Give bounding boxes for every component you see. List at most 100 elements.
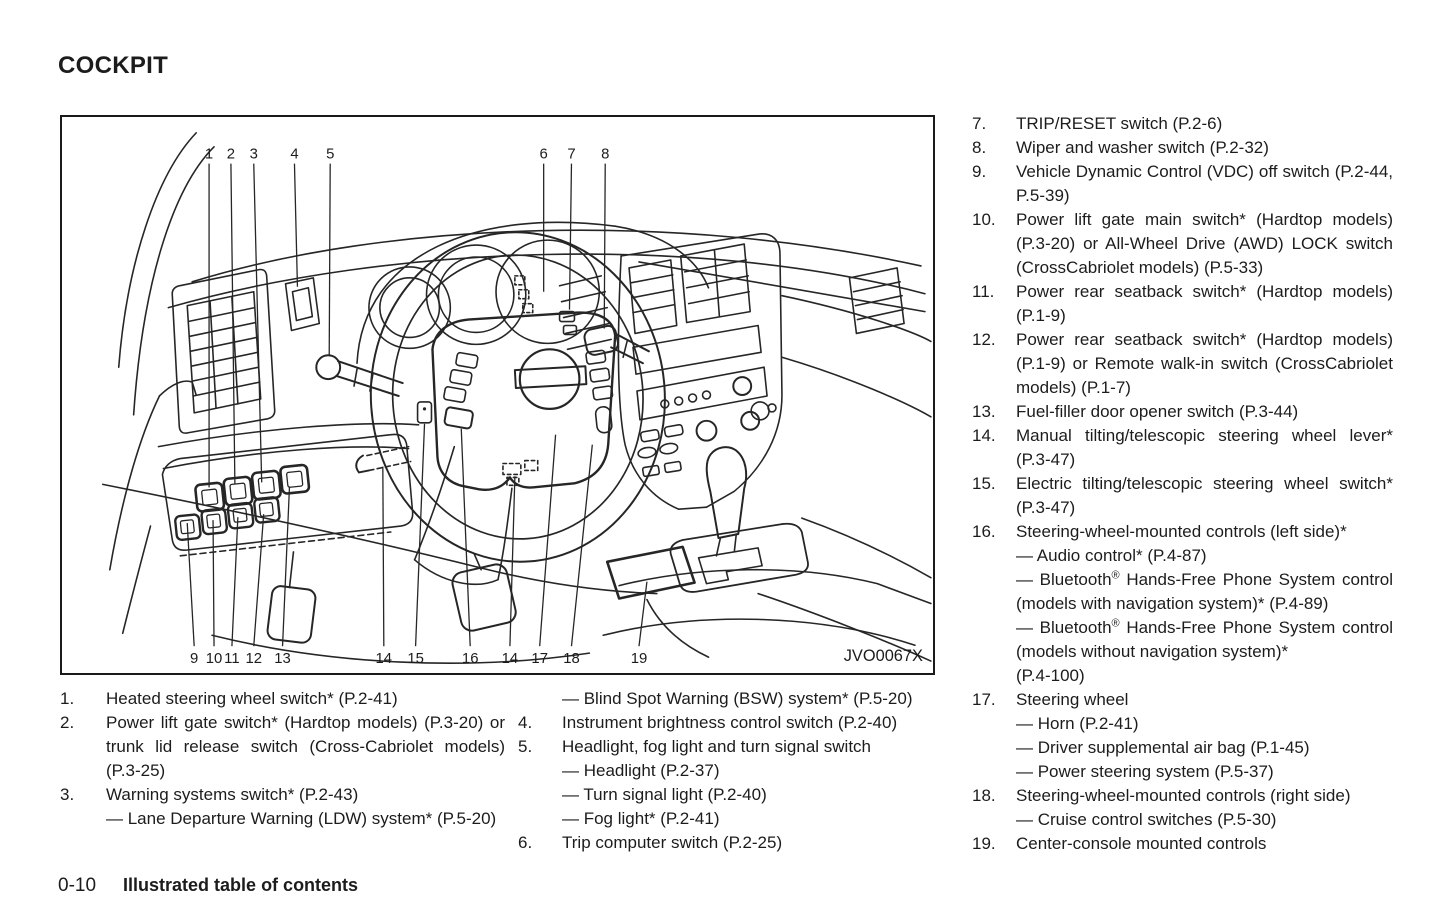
item-subtext: — Horn (P.2-41) bbox=[1016, 714, 1139, 733]
list-item: 11. Power rear seatback switch* (Hardtop… bbox=[972, 280, 1393, 328]
list-item: 17. Steering wheel — Horn (P.2-41) — Dri… bbox=[972, 688, 1393, 784]
list-item: 7. TRIP/RESET switch (P.2-6) bbox=[972, 112, 1393, 136]
page-title: COCKPIT bbox=[58, 52, 169, 79]
item-number: 3. bbox=[60, 785, 75, 804]
callout-label: 13 bbox=[274, 651, 291, 667]
callout-label: 14 bbox=[376, 651, 393, 667]
list-item: 14. Manual tilting/telescopic steering w… bbox=[972, 424, 1393, 472]
item-text: Center-console mounted controls bbox=[1016, 834, 1267, 853]
callout-label: 11 bbox=[224, 651, 239, 667]
item-text: Instrument brightness control switch (P.… bbox=[562, 713, 898, 732]
item-subtext: — Bluetooth® Hands-Free Phone System con… bbox=[1016, 617, 1393, 661]
item-text: Steering-wheel-mounted controls (left si… bbox=[1016, 522, 1347, 541]
item-number: 11. bbox=[972, 282, 995, 301]
item-number: 10. bbox=[972, 210, 996, 229]
callout-label: 6 bbox=[540, 147, 548, 163]
item-subtext: — Audio control* (P.4-87) bbox=[1016, 546, 1207, 565]
item-text: Heated steering wheel switch* (P.2-41) bbox=[106, 689, 398, 708]
item-text: Steering wheel bbox=[1016, 690, 1129, 709]
cockpit-line-art: 1 2 3 4 5 6 7 8 9 10 11 12 13 14 15 16 1… bbox=[102, 132, 932, 667]
item-number: 2. bbox=[60, 713, 75, 732]
footer-section-title: Illustrated table of contents bbox=[123, 875, 359, 895]
list-item: 2. Power lift gate switch* (Hardtop mode… bbox=[60, 711, 505, 783]
item-subtext: — Cruise control switches (P.5-30) bbox=[1016, 810, 1277, 829]
callout-label: 18 bbox=[563, 651, 580, 667]
item-subtext: — Lane Departure Warning (LDW) system* (… bbox=[106, 809, 497, 828]
item-subtext: — Blind Spot Warning (BSW) system* (P.5-… bbox=[562, 689, 913, 708]
item-number: 18. bbox=[972, 786, 996, 805]
item-number: 15. bbox=[972, 474, 996, 493]
item-number: 6. bbox=[518, 833, 533, 852]
callout-label: 2 bbox=[227, 147, 235, 163]
dashboard-line-art bbox=[102, 132, 932, 664]
list-item: 8. Wiper and washer switch (P.2-32) bbox=[972, 136, 1393, 160]
list-item: 5. Headlight, fog light and turn signal … bbox=[518, 735, 936, 831]
callout-label: 16 bbox=[462, 651, 479, 667]
item-number: 4. bbox=[518, 713, 533, 732]
callout-label: 12 bbox=[245, 651, 262, 667]
item-number: 17. bbox=[972, 690, 996, 709]
cockpit-diagram-figure: 1 2 3 4 5 6 7 8 9 10 11 12 13 14 15 16 1… bbox=[60, 115, 935, 675]
item-number: 5. bbox=[518, 737, 533, 756]
callout-label: 14 bbox=[502, 651, 519, 667]
callout-label: 8 bbox=[601, 147, 609, 163]
item-text: Power lift gate main switch* (Hardtop mo… bbox=[1016, 210, 1393, 277]
callout-label: 9 bbox=[190, 651, 198, 667]
list-item: 16. Steering-wheel-mounted controls (lef… bbox=[972, 520, 1393, 688]
callout-label: 17 bbox=[531, 651, 548, 667]
list-item: 1. Heated steering wheel switch* (P.2-41… bbox=[60, 687, 505, 711]
item-number: 1. bbox=[60, 689, 75, 708]
list-item: 12. Power rear seatback switch* (Hardtop… bbox=[972, 328, 1393, 400]
item-number: 19. bbox=[972, 834, 996, 853]
item-text: Warning systems switch* (P.2-43) bbox=[106, 785, 359, 804]
legend-column-left: 1. Heated steering wheel switch* (P.2-41… bbox=[60, 687, 505, 831]
item-text: Vehicle Dynamic Control (VDC) off switch… bbox=[1016, 162, 1393, 205]
page-number: 0-10 bbox=[58, 875, 97, 896]
item-subtext: — Power steering system (P.5-37) bbox=[1016, 762, 1274, 781]
callout-label: 10 bbox=[206, 651, 223, 667]
callout-label: 3 bbox=[250, 147, 258, 163]
item-text: Fuel-filler door opener switch (P.3-44) bbox=[1016, 402, 1299, 421]
item-subtext: — Driver supplemental air bag (P.1-45) bbox=[1016, 738, 1310, 757]
item-subtext: (P.4-100) bbox=[1016, 666, 1085, 685]
item-subtext: — Turn signal light (P.2-40) bbox=[562, 785, 767, 804]
item-text: Headlight, fog light and turn signal swi… bbox=[562, 737, 872, 756]
list-item: 19. Center-console mounted controls bbox=[972, 832, 1393, 856]
item-text: Power rear seatback switch* (Hardtop mod… bbox=[1016, 330, 1393, 397]
page-footer: 0-10 Illustrated table of contents bbox=[58, 875, 358, 897]
callout-label: 7 bbox=[567, 147, 575, 163]
item-number: 9. bbox=[972, 162, 987, 181]
list-item: — Blind Spot Warning (BSW) system* (P.5-… bbox=[518, 687, 936, 711]
callout-label: 4 bbox=[290, 147, 298, 163]
legend-column-middle: — Blind Spot Warning (BSW) system* (P.5-… bbox=[518, 687, 936, 855]
item-text: Trip computer switch (P.2-25) bbox=[562, 833, 783, 852]
item-number: 14. bbox=[972, 426, 996, 445]
item-number: 12. bbox=[972, 330, 996, 349]
list-item: 9. Vehicle Dynamic Control (VDC) off swi… bbox=[972, 160, 1393, 208]
list-item: 13. Fuel-filler door opener switch (P.3-… bbox=[972, 400, 1393, 424]
item-subtext: — Bluetooth® Hands-Free Phone System con… bbox=[1016, 569, 1393, 613]
callout-label: 19 bbox=[631, 651, 648, 667]
list-item: 4. Instrument brightness control switch … bbox=[518, 711, 936, 735]
item-text: Steering-wheel-mounted controls (right s… bbox=[1016, 786, 1351, 805]
item-text: Manual tilting/telescopic steering wheel… bbox=[1016, 426, 1393, 469]
figure-code: JVO0067X bbox=[844, 647, 923, 665]
item-text: Electric tilting/telescopic steering whe… bbox=[1016, 474, 1393, 517]
list-item: 10. Power lift gate main switch* (Hardto… bbox=[972, 208, 1393, 280]
item-text: TRIP/RESET switch (P.2-6) bbox=[1016, 114, 1223, 133]
callout-label: 5 bbox=[326, 147, 334, 163]
legend-column-right: 7. TRIP/RESET switch (P.2-6) 8. Wiper an… bbox=[972, 112, 1393, 856]
item-text: Power rear seatback switch* (Hardtop mod… bbox=[1016, 282, 1393, 325]
item-number: 8. bbox=[972, 138, 987, 157]
item-text: Power lift gate switch* (Hardtop models)… bbox=[106, 713, 505, 780]
list-item: 3. Warning systems switch* (P.2-43) — La… bbox=[60, 783, 505, 831]
item-number: 16. bbox=[972, 522, 996, 541]
callout-leader-lines bbox=[186, 163, 648, 647]
item-number: 13. bbox=[972, 402, 996, 421]
item-text: Wiper and washer switch (P.2-32) bbox=[1016, 138, 1269, 157]
callout-label: 15 bbox=[407, 651, 424, 667]
item-number: 7. bbox=[972, 114, 987, 133]
list-item: 15. Electric tilting/telescopic steering… bbox=[972, 472, 1393, 520]
item-number bbox=[518, 687, 562, 711]
item-subtext: — Headlight (P.2-37) bbox=[562, 761, 720, 780]
